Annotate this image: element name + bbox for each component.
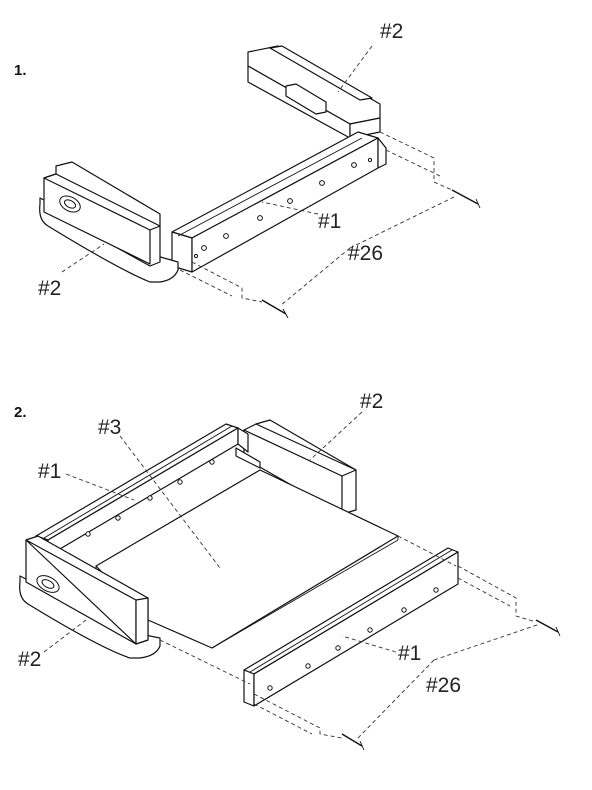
step-2-front-rail <box>243 547 459 707</box>
step-1-near-end-panel <box>39 161 179 283</box>
step-1-number: 1. <box>14 62 27 79</box>
step-1-callout-side-rail: #1 <box>318 210 341 233</box>
step-1-callout-screw: #26 <box>348 242 383 265</box>
step-1-side-rail <box>171 131 387 273</box>
step-1-screw-right <box>451 189 481 209</box>
step-2-callout-bottom-panel: #3 <box>98 416 121 439</box>
step-1-far-end-panel <box>247 45 381 139</box>
step-2-far-end-panel <box>243 419 357 515</box>
step-2-figure: #2 #3 #1 #1 #26 #2 <box>18 390 561 751</box>
step-2-callout-screw: #26 <box>426 674 461 697</box>
step-1-callout-end-panel-left: #2 <box>38 277 61 300</box>
step-2-callout-end-panel-top: #2 <box>360 390 383 413</box>
step-2-callout-front-rail: #1 <box>398 642 421 665</box>
step-2-screw-right <box>535 619 561 637</box>
step-2-callout-back-rail: #1 <box>38 460 61 483</box>
step-1-screw-bottom <box>261 299 289 319</box>
step-2-callout-end-panel-left: #2 <box>18 648 41 671</box>
step-2-near-end-panel <box>19 535 161 659</box>
step-2-number: 2. <box>14 404 27 421</box>
step-1-figure: #2 #1 #26 #2 <box>38 20 481 319</box>
step-2-back-rail <box>35 423 261 557</box>
step-1-callout-end-panel-top: #2 <box>380 20 403 43</box>
step-2-screw-bottom <box>341 733 365 751</box>
